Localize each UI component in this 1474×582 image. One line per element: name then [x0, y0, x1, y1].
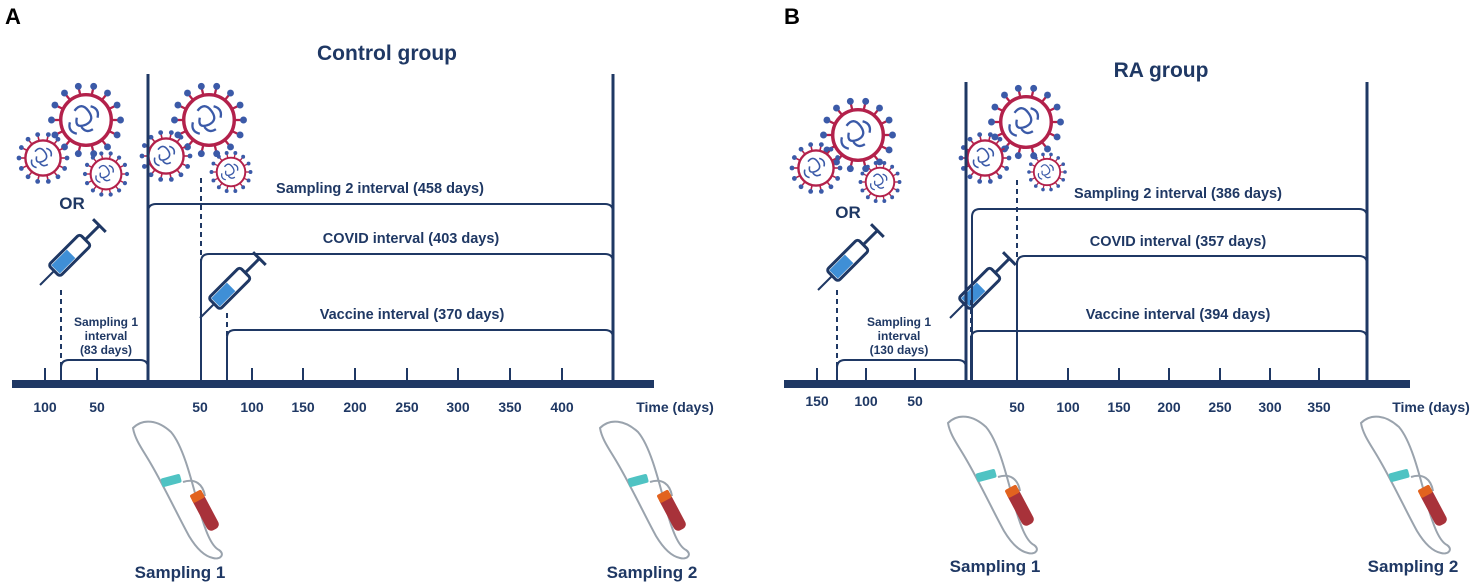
sampling2-interval-label: Sampling 2 interval (458 days)	[276, 181, 484, 197]
tick-label: 400	[550, 399, 574, 415]
virus-icon	[46, 81, 126, 159]
tick-label: 250	[1208, 399, 1232, 415]
virus-icon	[208, 150, 254, 194]
or-label: OR	[835, 203, 861, 222]
arm-blood-draw-icon	[131, 420, 223, 560]
tick-label: 150	[805, 393, 829, 409]
sampling2-interval-label: Sampling 2 interval (386 days)	[1074, 186, 1282, 202]
sampling1-interval-bracket	[60, 359, 149, 380]
covid-interval-bracket	[200, 253, 614, 380]
arm-blood-draw-icon	[1359, 415, 1451, 555]
panel-title: Control group	[317, 42, 457, 65]
axis-label: Time (days)	[1392, 399, 1470, 415]
axis-label: Time (days)	[636, 399, 714, 415]
tick-label: 50	[907, 393, 923, 409]
vaccine-interval-label: Vaccine interval (370 days)	[320, 307, 505, 323]
virus-icon	[169, 81, 249, 159]
tick-label: 100	[33, 399, 57, 415]
tick-label: 50	[1009, 399, 1025, 415]
sampling2-label: Sampling 2	[607, 563, 698, 582]
vaccine-interval-bracket	[226, 329, 614, 380]
sampling1-interval-label: interval	[878, 329, 921, 343]
syringe-icon	[949, 251, 1017, 319]
tick-label: 150	[291, 399, 315, 415]
sampling1-label: Sampling 1	[950, 557, 1041, 576]
panel-letter: B	[784, 4, 800, 29]
tick-label: 100	[240, 399, 264, 415]
arm-blood-draw-icon	[946, 415, 1038, 555]
covid-interval-label: COVID interval (403 days)	[323, 231, 500, 247]
axis-ticks	[816, 368, 1320, 384]
virus-icon	[81, 150, 131, 198]
vaccine-interval-bracket	[970, 330, 1368, 380]
sampling2-interval-bracket	[971, 208, 1368, 380]
sampling1-interval-label: interval	[85, 329, 128, 343]
sampling1-interval-label: Sampling 1	[867, 315, 931, 329]
tick-label: 100	[854, 393, 878, 409]
tick-label: 300	[1258, 399, 1282, 415]
virus-cluster	[15, 81, 254, 198]
panel-title: RA group	[1114, 59, 1209, 82]
panel-letter: A	[5, 4, 21, 29]
axis-ticks	[44, 368, 563, 384]
tick-label: 50	[89, 399, 105, 415]
syringe-icon	[39, 218, 107, 286]
virus-cluster	[788, 83, 1068, 204]
tick-label: 250	[395, 399, 419, 415]
tick-label: 300	[446, 399, 470, 415]
syringe-icon	[817, 223, 885, 291]
panel-b: B RA group OR	[784, 4, 1470, 576]
sampling1-interval-label: (83 days)	[80, 343, 132, 357]
tick-label: 350	[498, 399, 522, 415]
covid-interval-bracket	[1016, 255, 1368, 380]
virus-icon	[15, 131, 71, 185]
tick-label: 350	[1307, 399, 1331, 415]
sampling1-label: Sampling 1	[135, 563, 226, 582]
tick-label: 200	[343, 399, 367, 415]
vaccine-interval-label: Vaccine interval (394 days)	[1086, 307, 1271, 323]
arm-blood-draw-icon	[598, 420, 690, 560]
virus-icon	[788, 141, 844, 195]
syringe-icon	[199, 251, 267, 319]
covid-interval-label: COVID interval (357 days)	[1090, 234, 1267, 250]
tick-label: 150	[1107, 399, 1131, 415]
sampling1-interval-label: Sampling 1	[74, 315, 138, 329]
panel-a: A Control group OR	[5, 4, 714, 582]
tick-label: 100	[1056, 399, 1080, 415]
sampling2-interval-bracket	[147, 203, 614, 380]
tick-label: 200	[1157, 399, 1181, 415]
sampling1-interval-bracket	[836, 359, 967, 380]
sampling2-label: Sampling 2	[1368, 557, 1459, 576]
sampling1-interval-label: (130 days)	[870, 343, 929, 357]
tick-label: 50	[192, 399, 208, 415]
or-label: OR	[59, 194, 85, 213]
